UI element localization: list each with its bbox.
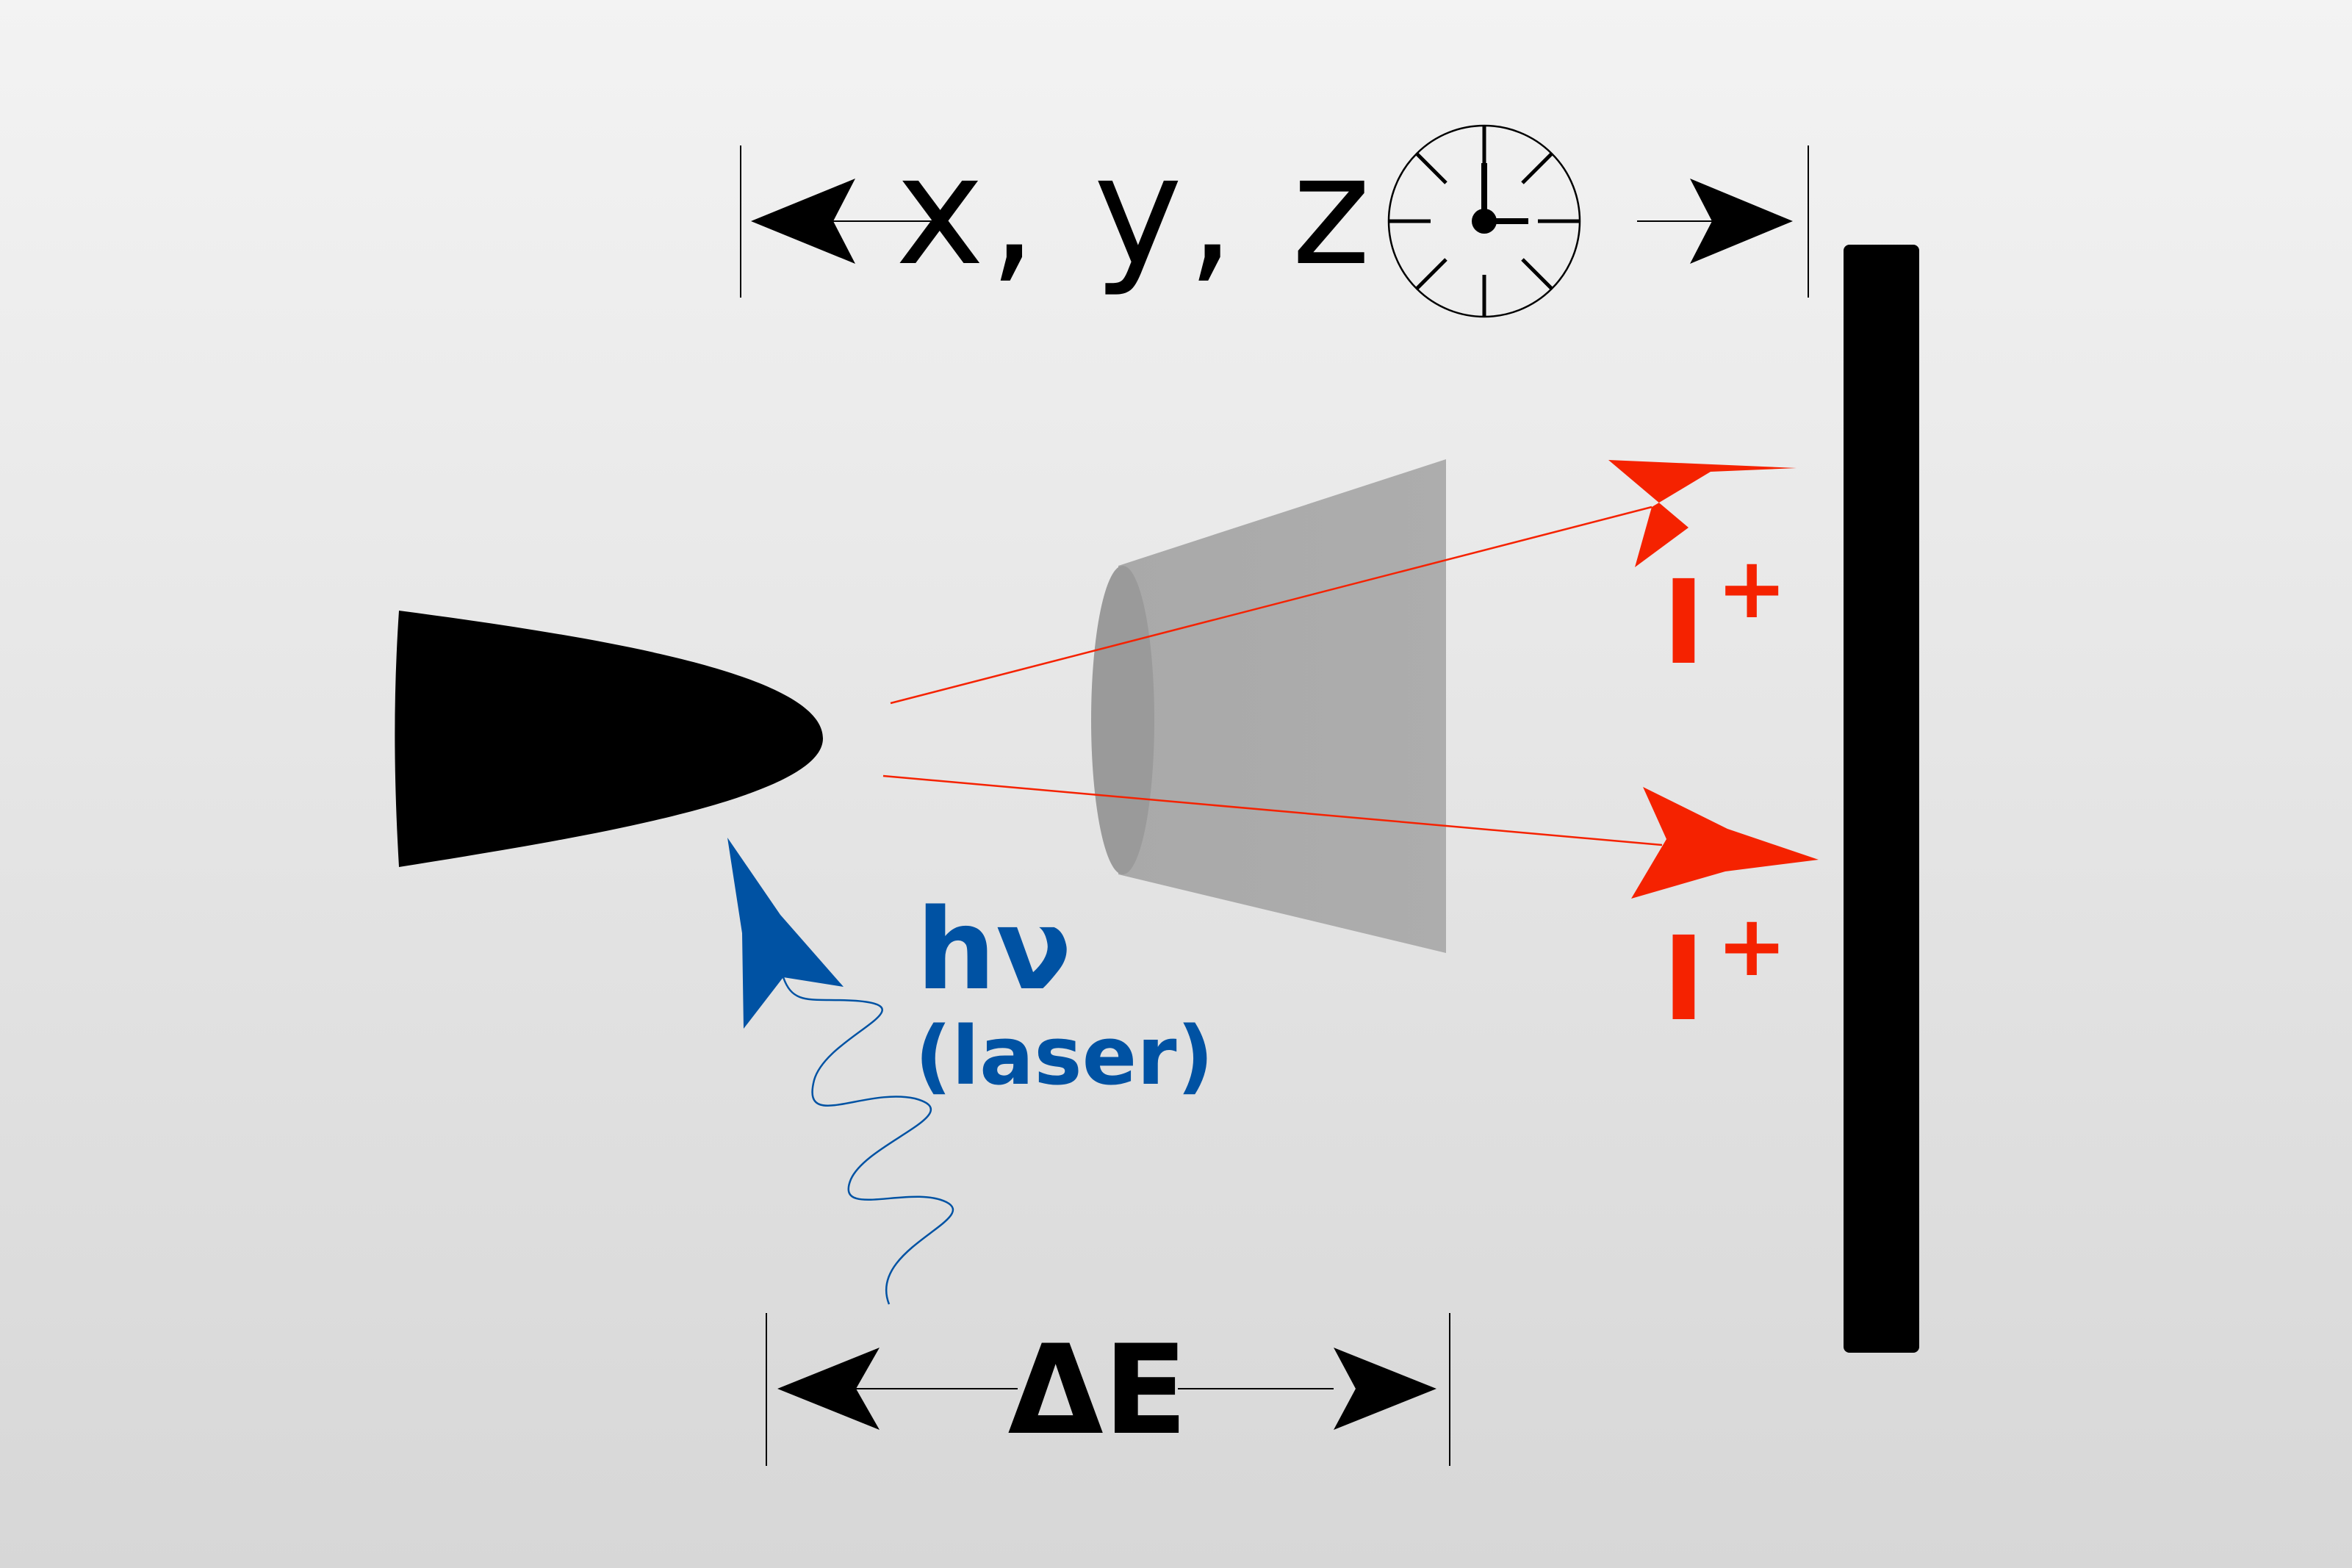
electrode-body xyxy=(1118,459,1446,953)
energy-arrowhead-right xyxy=(1334,1348,1436,1430)
specimen-tip xyxy=(395,611,823,867)
ion-symbol-lower: I xyxy=(1662,912,1705,1047)
laser-label: (laser) xyxy=(915,1009,1214,1103)
position-dimension: x, y, z xyxy=(740,124,1809,318)
energy-dimension: ΔE xyxy=(766,1313,1450,1466)
ion-charge-lower: + xyxy=(1716,897,1787,996)
ion-symbol-upper: I xyxy=(1662,555,1705,691)
ion-label-upper: I + xyxy=(1662,539,1787,691)
ion-label-lower: I + xyxy=(1662,897,1787,1047)
coordinates-label: x, y, z xyxy=(896,124,1375,299)
photon-label: hν xyxy=(916,885,1072,1015)
laser-pulse xyxy=(727,838,954,1305)
energy-label: ΔE xyxy=(1008,1318,1188,1462)
electrode-aperture xyxy=(1091,566,1154,874)
trajectory-upper xyxy=(890,506,1652,705)
arrowhead-right xyxy=(1690,179,1793,264)
trajectory-lower xyxy=(882,774,1663,846)
arrowhead-left xyxy=(751,179,855,264)
local-electrode xyxy=(1091,459,1446,953)
energy-arrowhead-left xyxy=(777,1348,880,1430)
ion-arrow-upper xyxy=(1608,460,1797,567)
laser-arrowhead xyxy=(727,838,844,1029)
ion-charge-upper: + xyxy=(1716,539,1787,638)
clock-icon xyxy=(1387,124,1581,318)
detector xyxy=(1844,245,1919,1353)
ion-trajectories xyxy=(882,460,1819,899)
ion-arrow-lower xyxy=(1631,787,1819,899)
laser-wave xyxy=(782,977,954,1305)
